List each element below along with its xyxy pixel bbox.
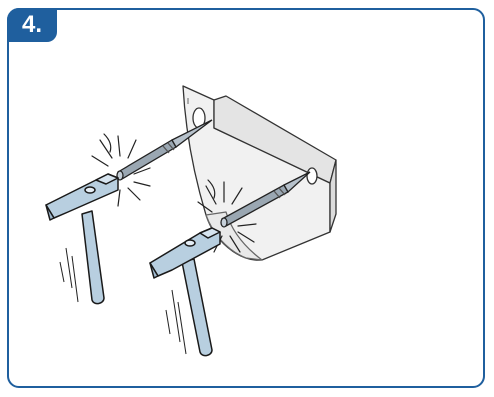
impact-burst-icon	[91, 133, 151, 207]
hammer-icon	[45, 173, 119, 305]
hammer-icon	[149, 227, 221, 357]
chisel-icon	[220, 171, 311, 228]
chisel-icon	[116, 119, 213, 181]
motion-lines	[165, 289, 187, 355]
wall-bracket-icon	[182, 85, 337, 261]
step-number-badge: 4.	[7, 8, 57, 42]
motion-lines	[59, 247, 79, 303]
